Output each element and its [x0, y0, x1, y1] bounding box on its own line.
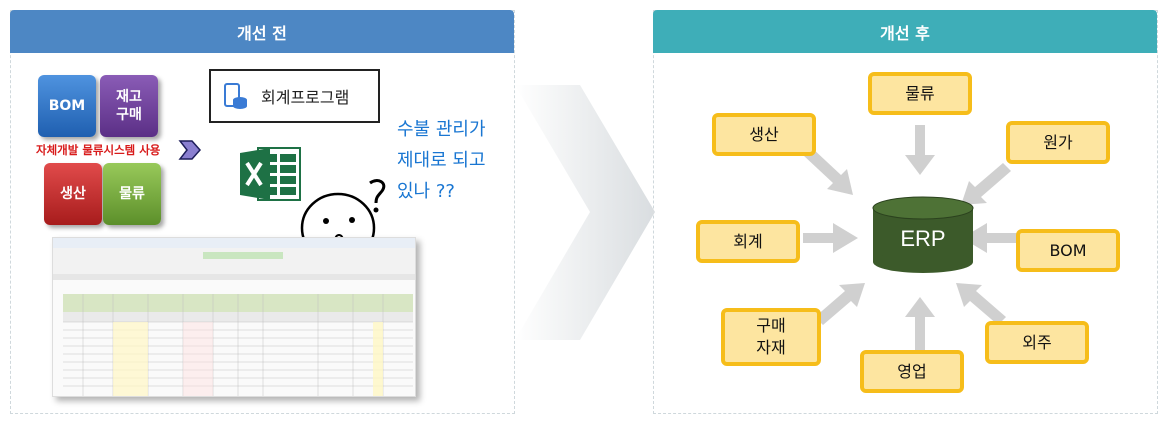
node-sales: 영업: [860, 350, 964, 393]
accounting-program-box: 회계프로그램: [209, 69, 380, 123]
after-header: 개선 후: [653, 10, 1157, 53]
spreadsheet-screenshot: [52, 237, 416, 397]
node-outsourcing: 외주: [985, 321, 1089, 364]
program-label: 회계프로그램: [261, 88, 350, 107]
system-caption: 자체개발 물류시스템 사용: [36, 143, 161, 157]
spreadsheet-image: [53, 238, 415, 396]
question-text: 수불 관리가 제대로 되고 있나 ??: [397, 119, 486, 202]
program-icon: [224, 83, 247, 109]
transition-arrow: [515, 85, 655, 340]
production-tile: 생산: [44, 163, 102, 225]
purchase-inventory-tile: 재고 구매: [100, 75, 158, 137]
node-cost: 원가: [1006, 121, 1110, 164]
excel-icon: [240, 147, 301, 201]
bom-tile: BOM: [38, 75, 96, 137]
before-header: 개선 전: [10, 10, 514, 53]
arrow-right-icon: [178, 140, 202, 160]
erp-database-icon: [872, 196, 974, 273]
node-purchase-material: 구매 자재: [721, 308, 821, 366]
node-bom: BOM: [1016, 229, 1120, 272]
logistics-tile: 물류: [103, 163, 161, 225]
node-production: 생산: [712, 113, 816, 156]
erp-label: ERP: [900, 226, 946, 251]
node-logistics: 물류: [868, 72, 972, 115]
erp-arrows: [803, 125, 1017, 353]
node-accounting: 회계: [696, 220, 800, 263]
